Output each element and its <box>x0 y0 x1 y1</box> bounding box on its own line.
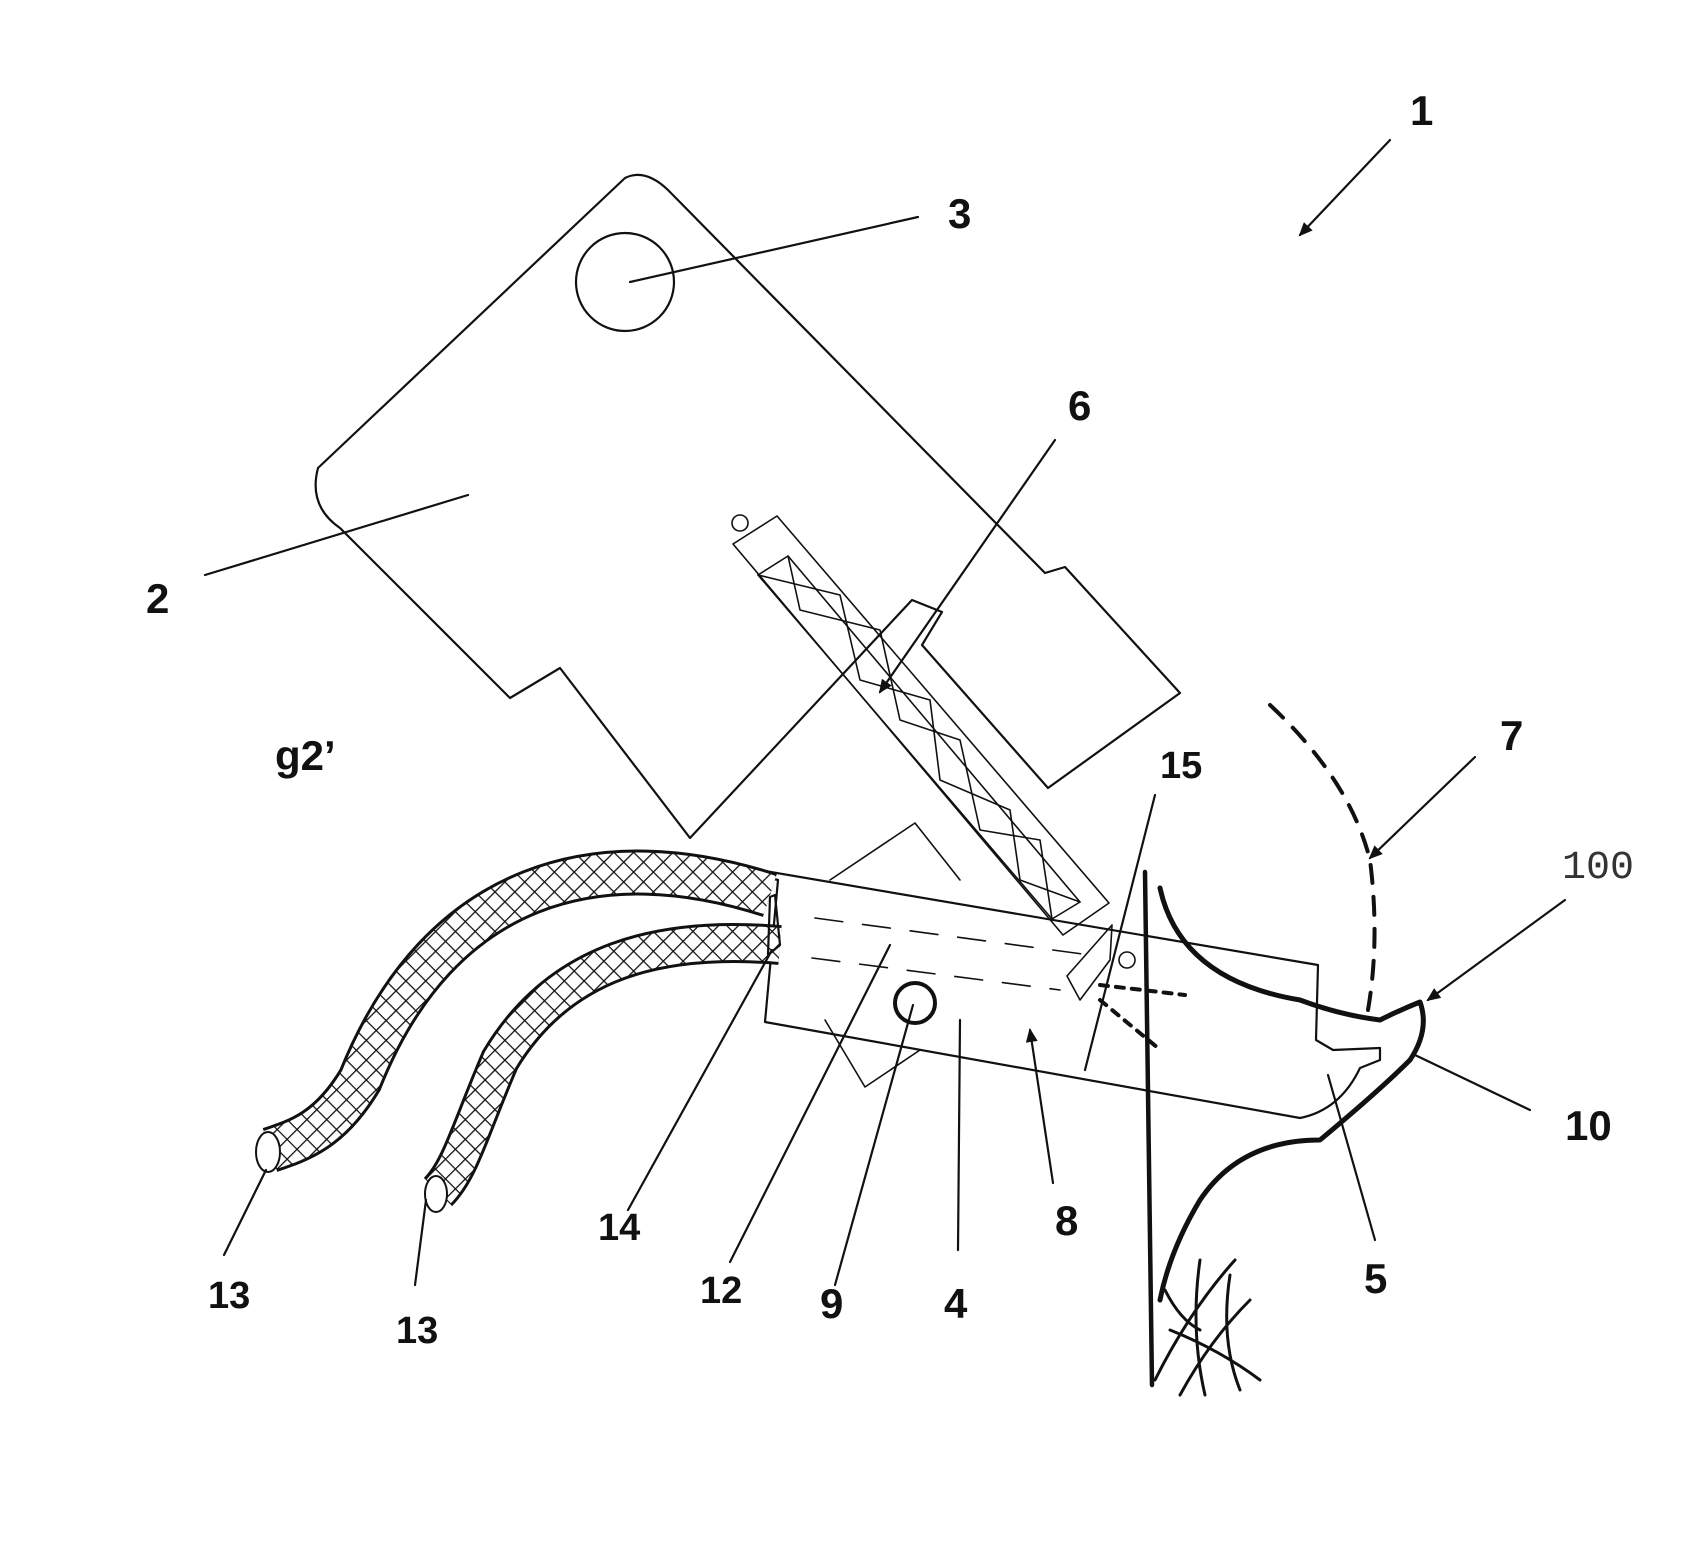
pivot-hole <box>576 233 674 331</box>
leader-8 <box>1030 1030 1053 1183</box>
label-7: 7 <box>1500 712 1523 759</box>
latch-pin <box>1119 952 1135 968</box>
leader-14 <box>628 950 772 1210</box>
lever-arm <box>830 823 960 880</box>
label-15: 15 <box>1160 745 1202 787</box>
label-100: 100 <box>1562 846 1634 891</box>
cable-upper-end <box>256 1132 280 1172</box>
net-strands <box>1155 1260 1260 1395</box>
dashed-arc <box>1270 705 1375 1010</box>
label-6: 6 <box>1068 382 1091 429</box>
label-13-left: 13 <box>208 1275 250 1317</box>
leader-100 <box>1428 900 1565 1000</box>
label-5: 5 <box>1364 1255 1387 1302</box>
leader-7 <box>1370 757 1475 858</box>
spring-coil-back <box>788 556 1052 919</box>
label-4: 4 <box>944 1280 968 1327</box>
spring-housing <box>733 516 1109 935</box>
cable-lower-end <box>425 1176 447 1212</box>
label-2: 2 <box>146 575 169 622</box>
leader-9 <box>835 1005 913 1285</box>
cable-lower <box>438 943 780 1192</box>
latch-dotted-1 <box>1100 985 1185 995</box>
slider-block <box>700 860 1380 1118</box>
label-14: 14 <box>598 1207 640 1249</box>
label-12: 12 <box>700 1270 742 1312</box>
label-9: 9 <box>820 1280 843 1327</box>
spring-coil <box>758 575 1080 902</box>
slider-pin <box>895 983 935 1023</box>
label-10: 10 <box>1565 1102 1612 1149</box>
leader-12 <box>730 945 890 1262</box>
guide-slot-upper <box>815 918 1090 955</box>
housing-pin <box>732 515 748 531</box>
label-3: 3 <box>948 190 971 237</box>
guide-slot-lower <box>812 958 1060 990</box>
spring-housing-inner <box>758 556 1080 919</box>
leader-4 <box>958 1020 960 1250</box>
label-g2: g2’ <box>275 732 336 779</box>
leader-3 <box>630 217 918 282</box>
label-1: 1 <box>1410 87 1433 134</box>
leader-1 <box>1300 140 1390 235</box>
label-8: 8 <box>1055 1197 1078 1244</box>
leader-6 <box>880 440 1055 692</box>
hook-curve <box>1160 888 1423 1300</box>
wall-plate <box>1145 872 1152 1385</box>
body-plate <box>316 175 1180 838</box>
leader-2 <box>205 495 468 575</box>
label-13-right: 13 <box>396 1310 438 1352</box>
leader-10 <box>1415 1055 1530 1110</box>
leader-13b <box>415 1200 426 1285</box>
leader-13a <box>224 1170 266 1255</box>
